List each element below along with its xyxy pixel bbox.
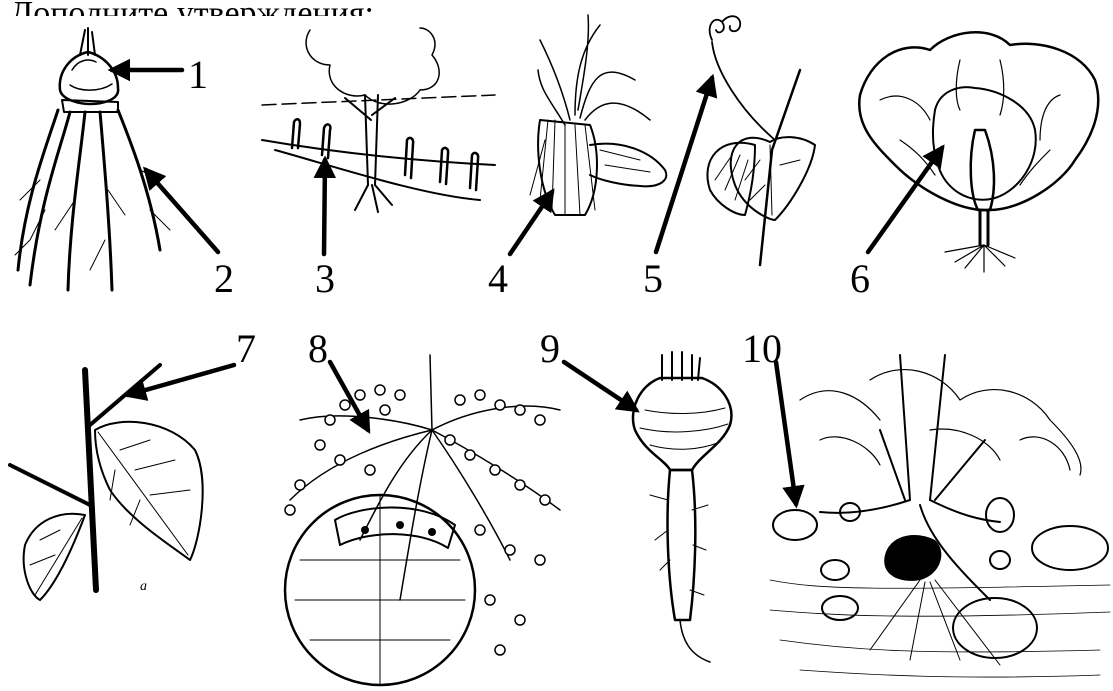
arrow-5: [656, 78, 712, 252]
bulb-illustration: [15, 28, 170, 290]
pointer-arrows: [112, 70, 942, 504]
heading-group: Дополните утверждения:: [10, 0, 374, 32]
root-crop-illustration: [633, 352, 731, 662]
label-8: 8: [308, 326, 328, 371]
label-6: 6: [850, 256, 870, 301]
arrow-9: [564, 362, 636, 410]
arrow-10: [776, 362, 796, 504]
label-3: 3: [315, 256, 335, 301]
heading-text: Дополните утверждения:: [10, 0, 374, 32]
label-9: 9: [540, 326, 560, 371]
grass-clump-illustration: [530, 15, 666, 215]
label-7: 7: [236, 326, 256, 371]
label-4: 4: [488, 256, 508, 301]
root-nodules-illustration: [285, 355, 560, 685]
tendril-plant-illustration: [707, 16, 815, 265]
arrow-3: [324, 160, 325, 254]
arrow-4: [510, 192, 552, 254]
label-1: 1: [188, 52, 208, 97]
label-10: 10: [742, 326, 782, 371]
number-labels: 1 2 3 4 5 6 7 8 9 10 а: [140, 52, 870, 594]
cabbage-illustration: [859, 32, 1098, 272]
label-2: 2: [214, 256, 234, 301]
arrow-6: [868, 148, 942, 252]
figure-a-caption: а: [140, 579, 147, 594]
thorny-branch-illustration: [10, 365, 203, 600]
potato-plant-illustration: [770, 355, 1110, 677]
tree-root-suckers-illustration: [262, 28, 495, 212]
label-5: 5: [643, 256, 663, 301]
